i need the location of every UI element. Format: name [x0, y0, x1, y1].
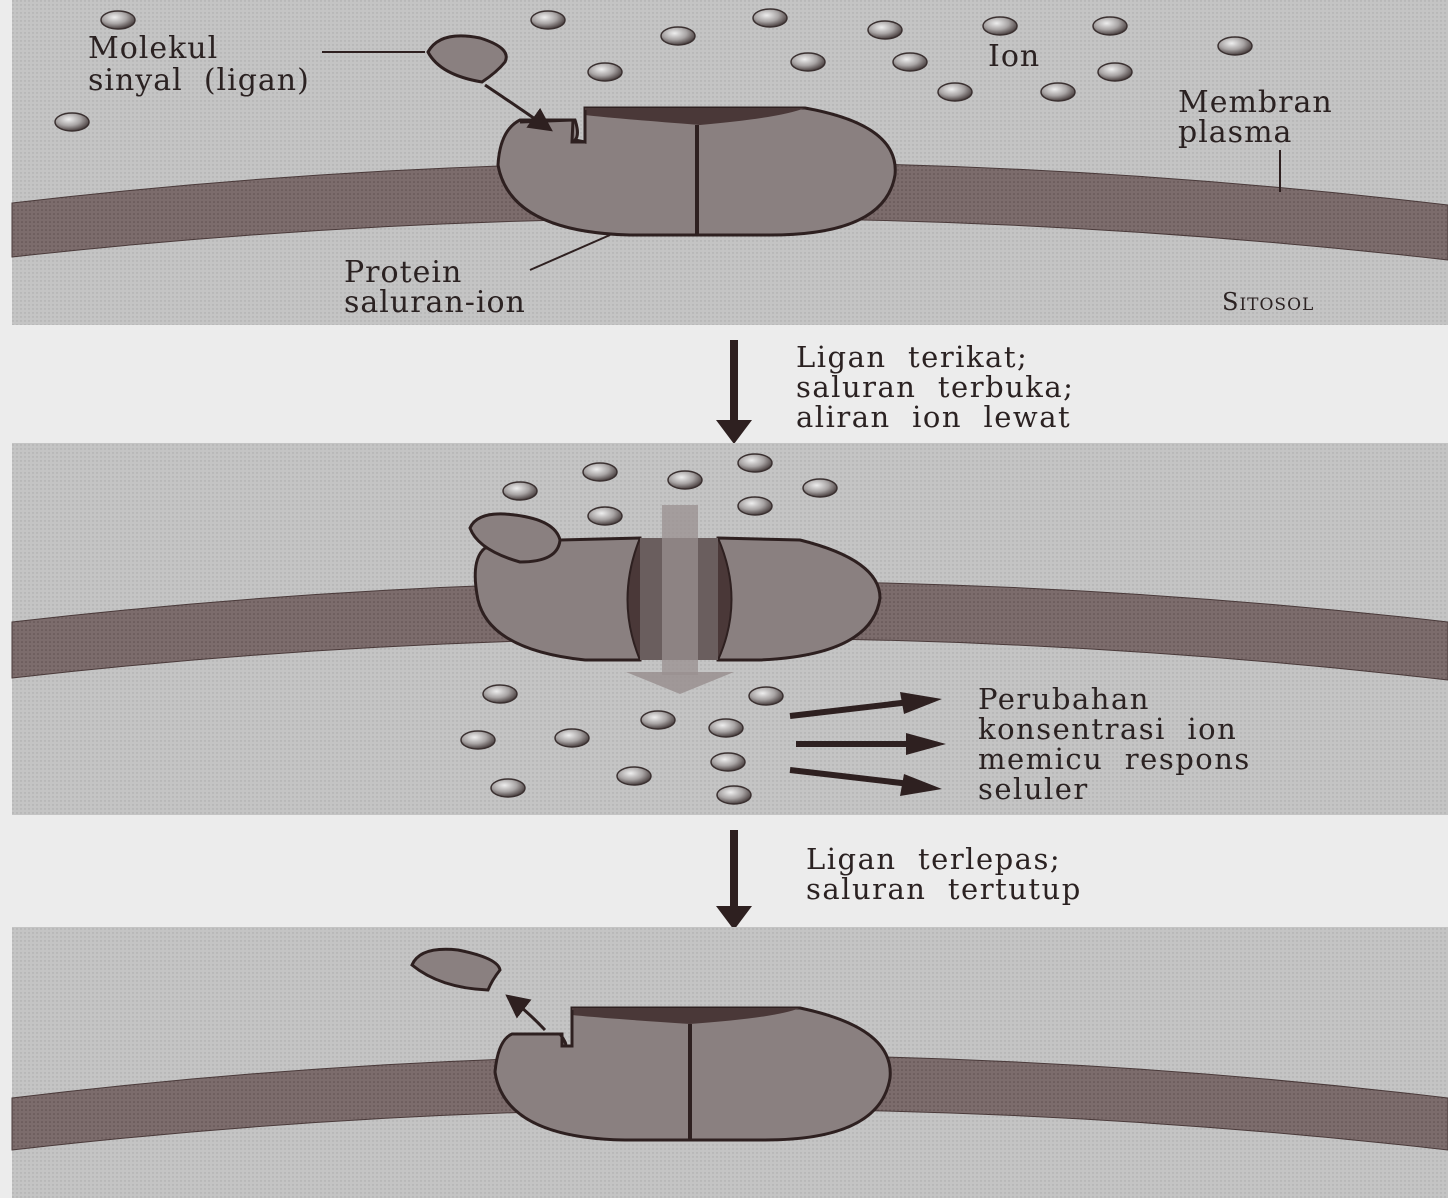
panel-1-resting	[12, 0, 1448, 325]
step1-text-line1: Ligan terikat;	[796, 342, 1028, 372]
signal-molecule-label-line1: Molekul	[88, 34, 218, 64]
channel-protein-label-line1: Protein	[344, 258, 462, 288]
step-arrow-1	[716, 340, 752, 444]
response-text-line3: memicu respons	[978, 744, 1251, 774]
cytosol-label: Sitosol	[1222, 290, 1314, 314]
step1-text-line3: aliran ion lewat	[796, 402, 1071, 432]
membrane-label-line2: plasma	[1178, 118, 1292, 148]
step-arrow-2	[716, 830, 752, 930]
membrane-label-line1: Membran	[1178, 88, 1333, 118]
response-text-line1: Perubahan	[978, 684, 1150, 714]
panel-3-closed	[12, 927, 1448, 1198]
channel-protein-label-line2: saluran-ion	[344, 288, 526, 318]
step1-text-line2: saluran terbuka;	[796, 372, 1074, 402]
response-text-line4: seluler	[978, 774, 1089, 804]
ion-label: Ion	[988, 42, 1040, 72]
response-text-line2: konsentrasi ion	[978, 714, 1237, 744]
step2-text-line1: Ligan terlepas;	[806, 844, 1061, 874]
step2-text-line2: saluran tertutup	[806, 874, 1082, 904]
closed-channel-protein-1	[498, 108, 895, 235]
signal-molecule-label-line2: sinyal (ligan)	[88, 66, 310, 96]
